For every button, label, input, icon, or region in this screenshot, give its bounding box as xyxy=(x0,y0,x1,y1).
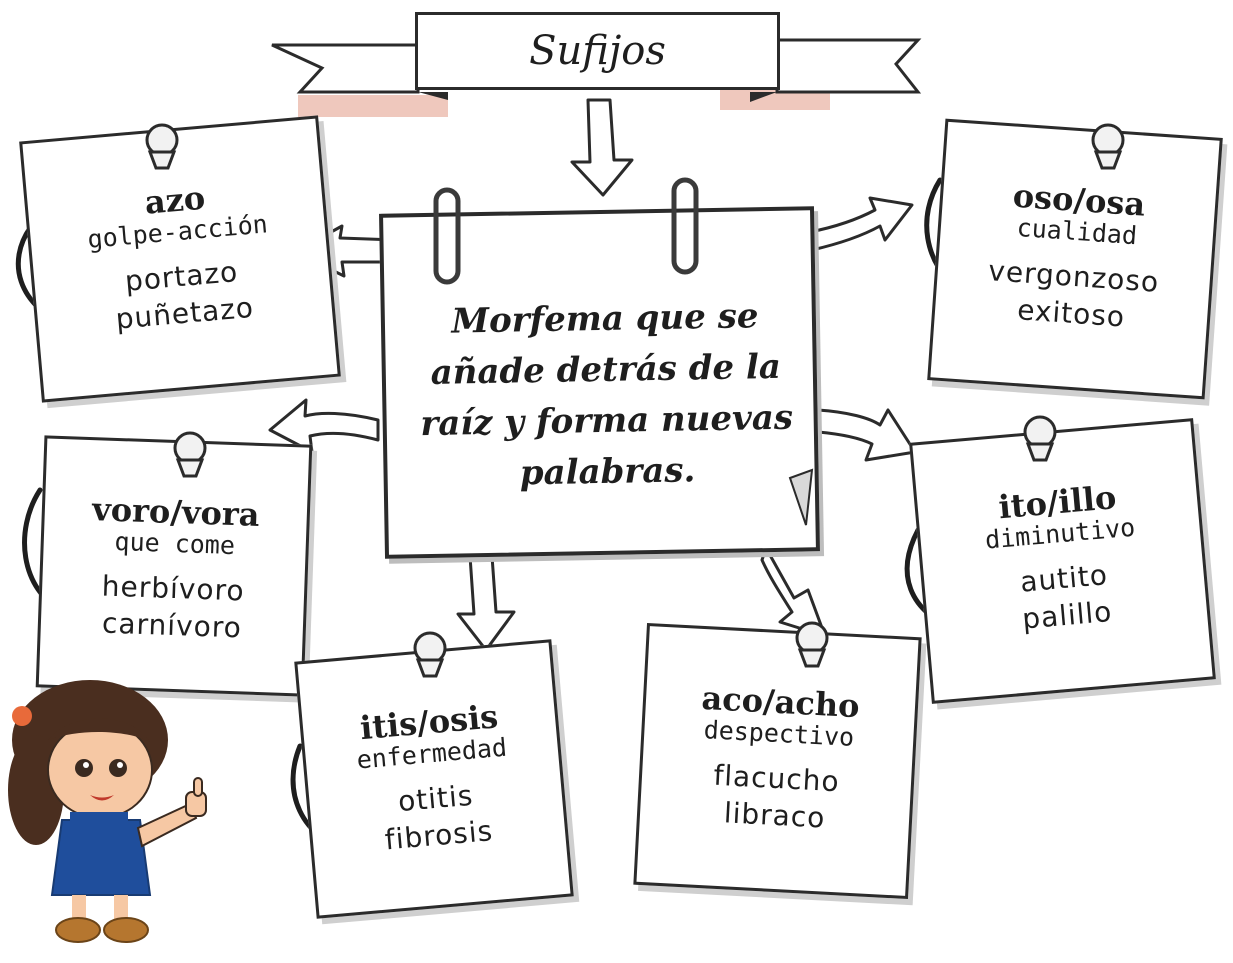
banner-underlay-left xyxy=(298,95,448,117)
arrow-to-voro-icon xyxy=(268,398,380,454)
banner-fold-right xyxy=(750,92,777,102)
arrow-to-oso-icon xyxy=(808,196,914,252)
girl-shoe-right xyxy=(103,917,149,943)
girl-bangs xyxy=(48,718,150,742)
paper-clip-right-icon xyxy=(671,177,699,275)
push-pin-icon xyxy=(795,621,829,668)
girl-dress xyxy=(50,819,152,896)
arrow-title-to-center-icon xyxy=(570,98,634,197)
title-banner: Sufijos xyxy=(415,12,780,90)
girl-shoe-left xyxy=(55,917,101,943)
banner-underlay-right xyxy=(720,90,830,110)
paper-clip-left-icon xyxy=(433,187,461,285)
girl-smile xyxy=(90,795,114,801)
banner-tail-left xyxy=(271,43,420,94)
girl-arm xyxy=(136,802,198,848)
girl-eye-left xyxy=(75,759,93,777)
page-curl-icon xyxy=(788,468,814,526)
arrow-to-itis-icon xyxy=(456,554,516,652)
push-pin-icon xyxy=(1091,123,1125,170)
push-pin-icon xyxy=(413,631,447,678)
push-pin-icon xyxy=(145,123,179,170)
girl-dress-top xyxy=(70,812,128,828)
girl-eye-right xyxy=(109,759,127,777)
banner-fold-left xyxy=(418,92,448,100)
diagram-title: Sufijos xyxy=(529,28,666,74)
push-pin-icon xyxy=(1023,415,1057,462)
push-pin-icon xyxy=(173,431,207,478)
